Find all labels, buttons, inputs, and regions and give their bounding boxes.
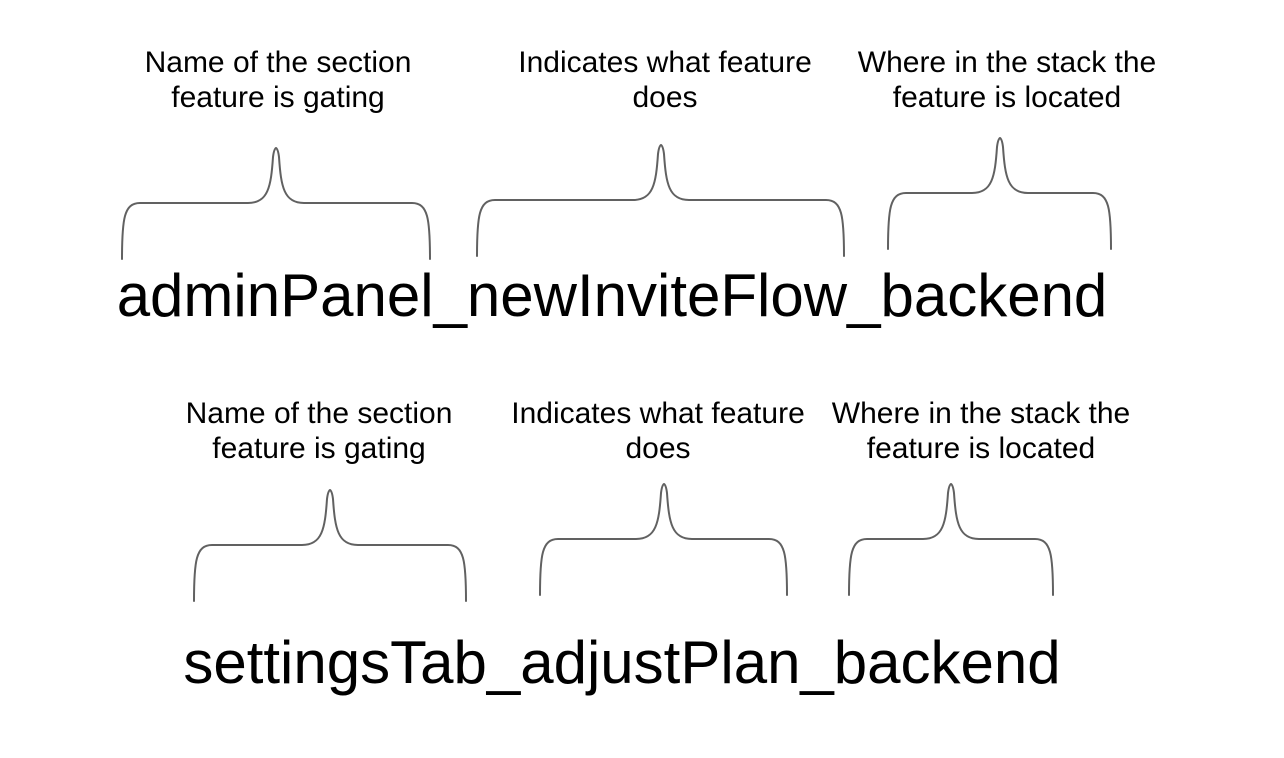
label-stack-2-line1: Where in the stack the — [831, 397, 1131, 430]
label-stack-1-line1: Where in the stack the — [857, 46, 1157, 79]
stack-brace-icon-1 — [886, 137, 1113, 251]
flag-name-1: adminPanel_newInviteFlow_backend — [116, 262, 1108, 329]
label-feature-2-line1: Indicates what feature — [511, 397, 805, 430]
label-feature-1-line1: Indicates what feature — [518, 46, 812, 79]
label-stack-1-line2: feature is located — [892, 81, 1122, 114]
label-feature-2-line2: does — [625, 432, 691, 465]
label-stack-1: Where in the stack the feature is locate… — [858, 45, 1156, 115]
label-feature-1-line2: does — [632, 81, 698, 114]
label-stack-2: Where in the stack the feature is locate… — [832, 396, 1130, 466]
section-brace-icon-1 — [120, 147, 432, 261]
stack-brace-icon-2 — [847, 483, 1055, 597]
label-section-2-line2: feature is gating — [212, 432, 426, 465]
label-section-1-line1: Name of the section — [144, 46, 412, 79]
label-feature-1: Indicates what feature does — [518, 45, 812, 115]
label-section-1: Name of the section feature is gating — [145, 45, 412, 115]
feature-brace-icon-2 — [538, 483, 789, 597]
label-stack-2-line2: feature is located — [866, 432, 1096, 465]
label-section-1-line2: feature is gating — [171, 81, 385, 114]
label-section-2: Name of the section feature is gating — [186, 396, 453, 466]
feature-brace-icon-1 — [475, 144, 846, 258]
flag-name-2: settingsTab_adjustPlan_backend — [183, 629, 1061, 696]
label-section-2-line1: Name of the section — [185, 397, 453, 430]
label-feature-2: Indicates what feature does — [511, 396, 805, 466]
section-brace-icon-2 — [192, 489, 468, 603]
